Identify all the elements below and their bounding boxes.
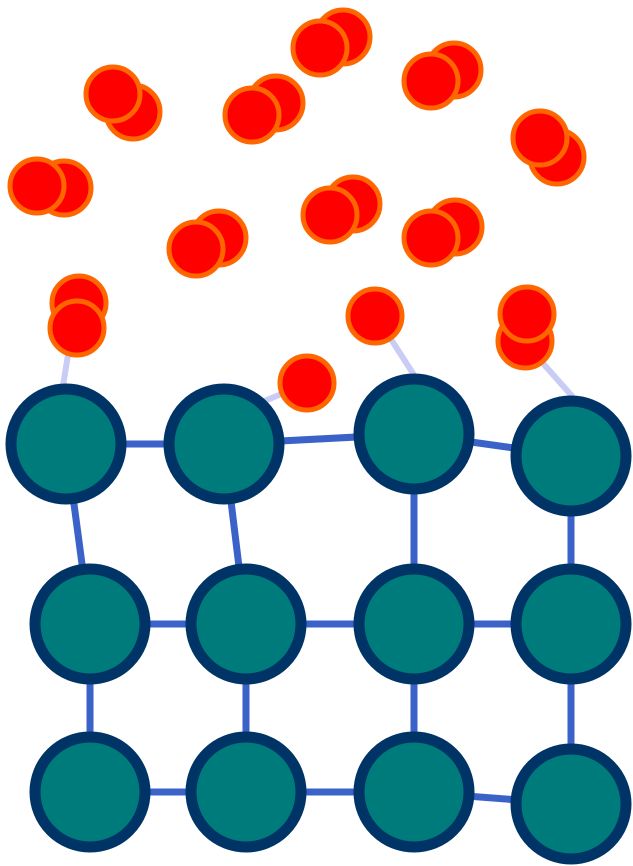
lattice-atom xyxy=(510,743,632,865)
diatomic-molecule xyxy=(300,174,383,245)
lattice-atom xyxy=(185,563,307,685)
lattice-atom xyxy=(29,563,151,685)
molecule-atom xyxy=(47,298,107,358)
diatomic-molecule xyxy=(222,73,306,145)
molecule-atom xyxy=(222,85,282,145)
molecule-atom xyxy=(290,18,350,78)
molecule-atom xyxy=(7,156,67,216)
lattice-atom xyxy=(185,731,307,853)
diatomic-molecule xyxy=(83,64,163,142)
lattice-atom xyxy=(510,395,632,517)
molecule-atom xyxy=(497,284,557,344)
lattice-atom xyxy=(353,373,475,495)
diatomic-molecule xyxy=(7,156,94,218)
lattice-atom xyxy=(163,383,285,505)
gas-molecules xyxy=(7,7,587,413)
diatomic-molecule xyxy=(290,7,373,78)
lattice-atom xyxy=(5,383,127,505)
diatomic-molecule xyxy=(401,40,484,111)
lattice-atom xyxy=(29,731,151,853)
molecule-atom xyxy=(345,286,405,346)
molecule-atom xyxy=(83,64,143,124)
molecule-atom xyxy=(510,108,570,168)
molecule-atom xyxy=(166,219,226,279)
lattice-atoms xyxy=(5,373,632,865)
lattice-atom xyxy=(510,563,632,685)
lattice-atom xyxy=(353,563,475,685)
molecule-atom xyxy=(401,51,461,111)
molecule-atom xyxy=(300,185,360,245)
diatomic-molecule xyxy=(510,108,587,187)
molecule-atom xyxy=(401,208,461,268)
molecule-atom xyxy=(277,353,337,413)
single-atom xyxy=(345,286,405,346)
diatomic-molecule xyxy=(166,208,249,279)
lattice-atom xyxy=(353,731,475,853)
diatomic-molecule xyxy=(495,284,557,371)
single-atom xyxy=(277,353,337,413)
diatomic-molecule xyxy=(47,273,109,358)
diatomic-molecule xyxy=(401,197,485,268)
